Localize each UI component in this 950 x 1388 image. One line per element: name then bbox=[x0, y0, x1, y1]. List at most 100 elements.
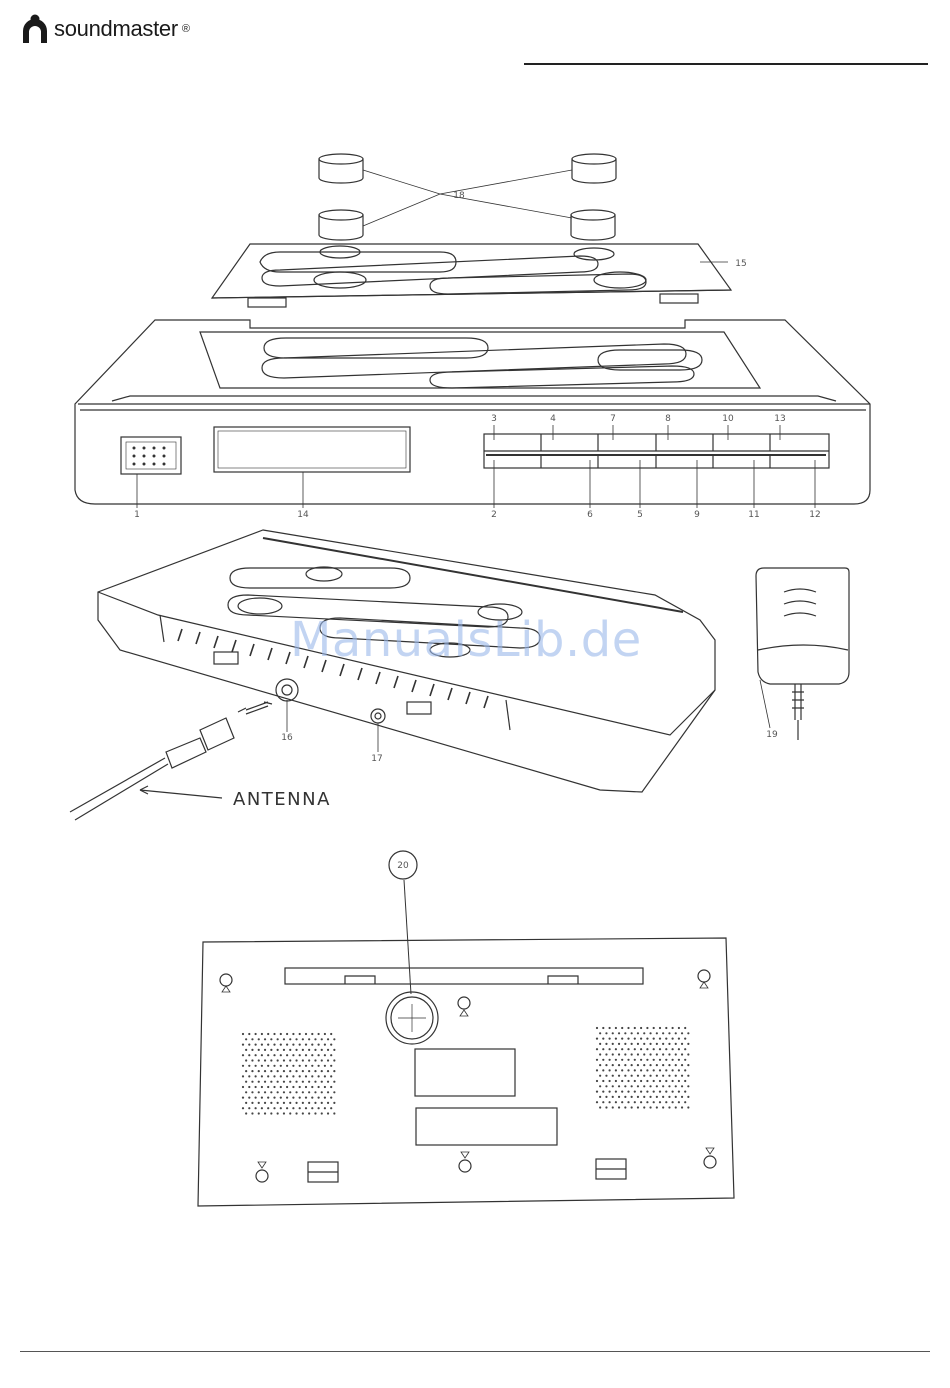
speaker-hole bbox=[327, 1102, 329, 1104]
speaker-hole bbox=[311, 1044, 313, 1046]
speaker-hole bbox=[653, 1027, 655, 1029]
speaker-hole bbox=[678, 1080, 680, 1082]
speaker-hole bbox=[251, 1112, 253, 1114]
speaker-hole bbox=[621, 1027, 623, 1029]
speaker-hole bbox=[314, 1081, 316, 1083]
speaker-hole bbox=[656, 1043, 658, 1045]
speaker-hole bbox=[251, 1059, 253, 1061]
speaker-hole bbox=[634, 1069, 636, 1071]
speaker-hole bbox=[640, 1027, 642, 1029]
speaker-hole bbox=[248, 1097, 250, 1099]
speaker-hole bbox=[687, 1075, 689, 1077]
speaker-hole bbox=[270, 1091, 272, 1093]
speaker-hole bbox=[314, 1049, 316, 1051]
speaker-hole bbox=[612, 1064, 614, 1066]
speaker-hole bbox=[662, 1096, 664, 1098]
speaker-hole bbox=[668, 1032, 670, 1034]
speaker-hole bbox=[653, 1038, 655, 1040]
speaker-hole bbox=[634, 1101, 636, 1103]
speaker-hole bbox=[643, 1043, 645, 1045]
speaker-hole bbox=[258, 1038, 260, 1040]
speaker-hole bbox=[656, 1075, 658, 1077]
speaker-hole bbox=[286, 1065, 288, 1067]
speaker-hole bbox=[621, 1091, 623, 1093]
speaker-hole bbox=[687, 1032, 689, 1034]
speaker-hole bbox=[277, 1038, 279, 1040]
speaker-hole bbox=[248, 1075, 250, 1077]
speaker-hole bbox=[330, 1044, 332, 1046]
speaker-hole bbox=[324, 1054, 326, 1056]
speaker-hole bbox=[264, 1070, 266, 1072]
speaker-hole bbox=[665, 1027, 667, 1029]
speaker-hole bbox=[662, 1032, 664, 1034]
speaker-hole bbox=[255, 1044, 257, 1046]
speaker-hole bbox=[675, 1032, 677, 1034]
speaker-hole bbox=[311, 1086, 313, 1088]
speaker-hole bbox=[267, 1065, 269, 1067]
speaker-hole bbox=[684, 1069, 686, 1071]
speaker-hole bbox=[292, 1033, 294, 1035]
speaker-hole bbox=[280, 1044, 282, 1046]
speaker-hole bbox=[618, 1064, 620, 1066]
speaker-hole bbox=[318, 1107, 320, 1109]
speaker-hole bbox=[295, 1049, 297, 1051]
speaker-hole bbox=[261, 1033, 263, 1035]
speaker-hole bbox=[305, 1097, 307, 1099]
speaker-hole bbox=[261, 1086, 263, 1088]
speaker-hole bbox=[602, 1038, 604, 1040]
speaker-hole bbox=[678, 1027, 680, 1029]
speaker-hole bbox=[631, 1032, 633, 1034]
speaker-hole bbox=[270, 1081, 272, 1083]
speaker-hole bbox=[264, 1038, 266, 1040]
speaker-hole bbox=[637, 1075, 639, 1077]
speaker-hole bbox=[599, 1053, 601, 1055]
speaker-hole bbox=[277, 1059, 279, 1061]
speaker-hole bbox=[280, 1033, 282, 1035]
speaker-hole bbox=[618, 1053, 620, 1055]
speaker-hole bbox=[659, 1038, 661, 1040]
speaker-hole bbox=[681, 1064, 683, 1066]
speaker-hole bbox=[318, 1086, 320, 1088]
speaker-hole bbox=[314, 1112, 316, 1114]
speaker-hole bbox=[637, 1032, 639, 1034]
speaker-hole bbox=[280, 1086, 282, 1088]
speaker-hole bbox=[653, 1069, 655, 1071]
speaker-hole bbox=[255, 1075, 257, 1077]
speaker-hole bbox=[687, 1106, 689, 1108]
speaker-hole bbox=[283, 1091, 285, 1093]
speaker-hole bbox=[264, 1059, 266, 1061]
speaker-hole bbox=[273, 1033, 275, 1035]
speaker-hole bbox=[305, 1086, 307, 1088]
speaker-hole bbox=[302, 1102, 304, 1104]
speaker-hole bbox=[621, 1101, 623, 1103]
speaker-hole bbox=[321, 1091, 323, 1093]
main-unit-front bbox=[75, 320, 870, 508]
speaker-hole bbox=[311, 1107, 313, 1109]
speaker-hole bbox=[321, 1049, 323, 1051]
speaker-hole bbox=[643, 1085, 645, 1087]
speaker-hole bbox=[627, 1059, 629, 1061]
speaker-hole bbox=[602, 1059, 604, 1061]
speaker-hole bbox=[305, 1065, 307, 1067]
speaker-hole bbox=[659, 1027, 661, 1029]
speaker-hole bbox=[242, 1054, 244, 1056]
speaker-hole bbox=[264, 1102, 266, 1104]
speaker-hole bbox=[270, 1059, 272, 1061]
speaker-hole bbox=[267, 1054, 269, 1056]
speaker-hole bbox=[605, 1075, 607, 1077]
speaker-hole bbox=[684, 1091, 686, 1093]
speaker-hole bbox=[330, 1054, 332, 1056]
speaker-hole bbox=[687, 1064, 689, 1066]
speaker-hole bbox=[242, 1044, 244, 1046]
speaker-hole bbox=[649, 1064, 651, 1066]
speaker-hole bbox=[612, 1106, 614, 1108]
speaker-hole bbox=[267, 1086, 269, 1088]
speaker-hole bbox=[624, 1053, 626, 1055]
speaker-hole bbox=[286, 1086, 288, 1088]
callout-19: 19 bbox=[766, 730, 778, 740]
callout-8: 8 bbox=[665, 414, 671, 424]
speaker-hole bbox=[308, 1038, 310, 1040]
speaker-hole bbox=[624, 1106, 626, 1108]
speaker-hole bbox=[665, 1091, 667, 1093]
